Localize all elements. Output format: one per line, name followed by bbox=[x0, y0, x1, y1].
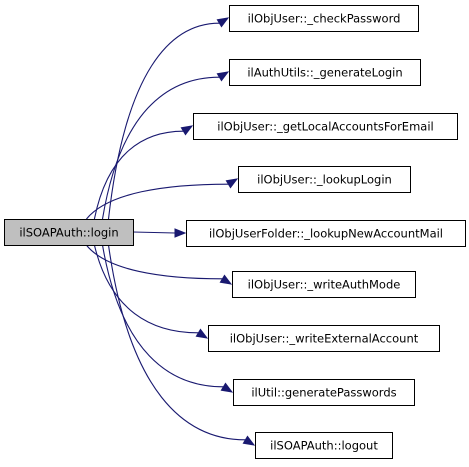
node-generateLogin-box bbox=[229, 59, 421, 86]
arrowhead-writeExternalAccount bbox=[195, 328, 209, 339]
node-lookupLogin-box bbox=[238, 166, 411, 193]
node-writeAuthMode-box bbox=[232, 271, 416, 298]
node-checkPassword-label: ilObjUser::_checkPassword bbox=[248, 12, 401, 26]
node-writeExternalAccount-box bbox=[208, 325, 440, 352]
node-generateLogin[interactable]: ilAuthUtils::_generateLogin bbox=[229, 59, 421, 86]
arrowhead-logout bbox=[242, 435, 256, 446]
nodes: ilSOAPAuth::login ilObjUser::_checkPasswo… bbox=[4, 5, 466, 459]
arrowhead-lookupLogin bbox=[225, 178, 239, 189]
node-root[interactable]: ilSOAPAuth::login bbox=[4, 219, 134, 246]
node-lookupNewAccountMail-box bbox=[186, 220, 466, 247]
node-logout[interactable]: ilSOAPAuth::logout bbox=[255, 432, 393, 459]
edge-logout bbox=[107, 244, 246, 441]
node-root-label: ilSOAPAuth::login bbox=[19, 226, 118, 240]
node-writeAuthMode-label: ilObjUser::_writeAuthMode bbox=[248, 278, 401, 292]
node-lookupNewAccountMail[interactable]: ilObjUserFolder::_lookupNewAccountMail bbox=[186, 220, 466, 247]
arrowhead-generateLogin bbox=[216, 71, 230, 82]
edge-generatePasswords bbox=[101, 244, 224, 388]
node-writeAuthMode[interactable]: ilObjUser::_writeAuthMode bbox=[232, 271, 416, 298]
node-logout-label: ilSOAPAuth::logout bbox=[270, 439, 378, 453]
node-checkPassword[interactable]: ilObjUser::_checkPassword bbox=[229, 5, 419, 32]
node-generateLogin-label: ilAuthUtils::_generateLogin bbox=[247, 66, 402, 80]
node-getLocalAccountsForEmail[interactable]: ilObjUser::_getLocalAccountsForEmail bbox=[193, 113, 458, 140]
node-writeExternalAccount-label: ilObjUser::_writeExternalAccount bbox=[230, 332, 419, 346]
edges bbox=[85, 17, 256, 446]
node-root-box bbox=[4, 219, 134, 246]
edge-lookupLogin bbox=[86, 183, 229, 220]
node-checkPassword-box bbox=[229, 5, 419, 32]
edge-generateLogin bbox=[101, 76, 220, 220]
edge-checkPassword bbox=[107, 22, 220, 220]
arrowhead-getLocalAccountsForEmail bbox=[180, 125, 194, 136]
edge-writeAuthMode bbox=[85, 244, 223, 280]
edge-writeExternalAccount bbox=[93, 244, 199, 334]
arrowhead-writeAuthMode bbox=[219, 274, 233, 285]
node-logout-box bbox=[255, 432, 393, 459]
node-getLocalAccountsForEmail-box bbox=[193, 113, 458, 140]
arrowhead-generatePasswords bbox=[220, 382, 234, 393]
node-lookupLogin[interactable]: ilObjUser::_lookupLogin bbox=[238, 166, 411, 193]
node-generatePasswords-box bbox=[233, 379, 415, 406]
edge-lookupNewAccountMail bbox=[132, 231, 176, 234]
node-getLocalAccountsForEmail-label: ilObjUser::_getLocalAccountsForEmail bbox=[217, 120, 433, 134]
node-writeExternalAccount[interactable]: ilObjUser::_writeExternalAccount bbox=[208, 325, 440, 352]
node-lookupNewAccountMail-label: ilObjUserFolder::_lookupNewAccountMail bbox=[209, 227, 443, 241]
node-lookupLogin-label: ilObjUser::_lookupLogin bbox=[257, 173, 392, 187]
edge-getLocalAccountsForEmail bbox=[93, 130, 184, 220]
arrowhead-lookupNewAccountMail bbox=[174, 228, 187, 238]
node-generatePasswords[interactable]: ilUtil::generatePasswords bbox=[233, 379, 415, 406]
node-generatePasswords-label: ilUtil::generatePasswords bbox=[251, 386, 396, 400]
arrowhead-checkPassword bbox=[216, 17, 230, 28]
